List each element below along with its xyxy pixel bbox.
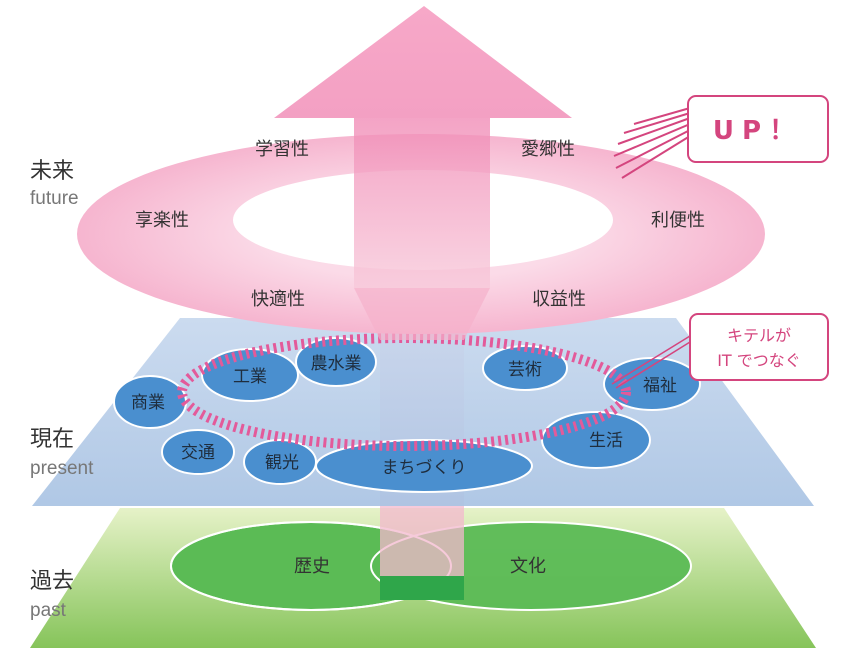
node-machizukuri: [315, 439, 533, 493]
it-callout-line2: IT でつなぐ: [717, 351, 801, 370]
it-callout-leader-2: [615, 341, 691, 389]
arrow-shaft-upper: [354, 118, 490, 288]
side-label-past-jp: 過去: [30, 569, 74, 594]
ring-label-kyourakusei: 享楽性: [135, 210, 189, 231]
side-label-past-en: past: [30, 600, 67, 621]
up-callout-text: UP！: [713, 116, 803, 146]
node-label-fukushi: 福祉: [643, 376, 677, 396]
ring-label-shuuekisei: 収益性: [532, 289, 586, 310]
node-fukushi: [603, 357, 701, 411]
node-koutsuu: [161, 429, 235, 475]
node-label-kankou: 観光: [265, 453, 299, 473]
node-nousuigyou: [295, 337, 377, 387]
it-callout-line1: キテルが: [727, 326, 791, 345]
side-label-present-jp: 現在: [30, 427, 74, 452]
present-ring-dashed: [177, 333, 631, 451]
past-label-history: 歴史: [294, 556, 330, 577]
ring-label-gakushusei: 学習性: [255, 139, 309, 160]
node-label-koutsuu: 交通: [181, 443, 215, 463]
ring-label-benrisei: 利便性: [651, 210, 705, 231]
side-label-future-en: future: [30, 188, 79, 209]
node-label-nousuigyou: 農水業: [311, 354, 362, 374]
past-label-culture: 文化: [510, 556, 546, 577]
node-label-shougyou: 商業: [131, 393, 165, 413]
side-label-future-jp: 未来: [30, 159, 74, 184]
it-callout-box: [689, 313, 829, 381]
ring-label-aikyousei: 愛郷性: [521, 139, 575, 160]
arrow-base: [380, 576, 464, 600]
ring-label-kaitekisei: 快適性: [251, 289, 305, 310]
node-kougyou: [201, 348, 299, 402]
node-label-kougyou: 工業: [233, 367, 267, 387]
node-label-geijutsu: 芸術: [508, 360, 542, 380]
arrow-head: [274, 6, 572, 118]
up-callout-box: [687, 95, 829, 163]
node-label-seikatsu: 生活: [589, 431, 623, 451]
it-callout-leader-1: [611, 335, 691, 385]
node-kankou: [243, 439, 317, 485]
side-label-present-en: present: [30, 458, 94, 479]
arrow-shaft-taper: [354, 288, 490, 340]
node-label-machizukuri: まちづくり: [382, 458, 467, 478]
burst-lines: [613, 107, 691, 179]
